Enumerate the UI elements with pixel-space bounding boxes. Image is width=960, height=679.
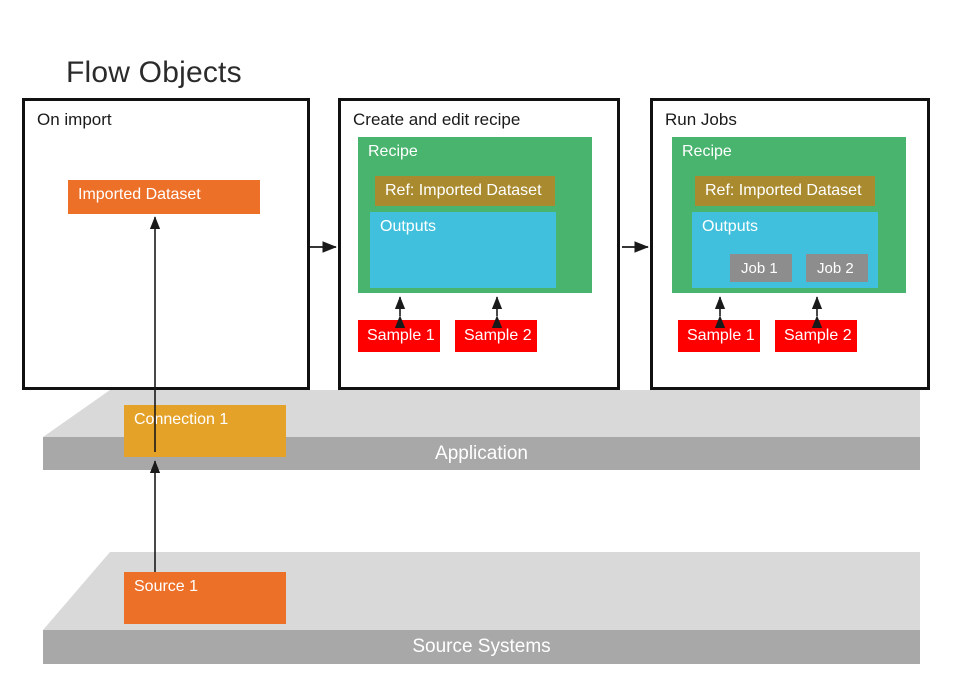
platform-application-label: Application: [435, 442, 528, 464]
page-title: Flow Objects: [66, 56, 242, 89]
box-recipe-edit-label: Recipe: [368, 143, 418, 160]
box-ref-imported-dataset-jobs-label: Ref: Imported Dataset: [705, 182, 862, 199]
box-connection-1[interactable]: Connection 1: [124, 405, 286, 457]
box-sample-1-edit-label: Sample 1: [367, 327, 435, 344]
panel-on-import: On import: [22, 98, 310, 390]
box-outputs-jobs-label: Outputs: [702, 218, 759, 235]
box-ref-imported-dataset-edit-label: Ref: Imported Dataset: [385, 182, 542, 199]
box-sample-2-edit-label: Sample 2: [464, 327, 532, 344]
panel-create-and-edit-recipe-title: Create and edit recipe: [353, 110, 521, 129]
box-connection-1-label: Connection 1: [134, 411, 229, 428]
box-ref-imported-dataset-edit[interactable]: Ref: Imported Dataset: [375, 176, 555, 206]
box-recipe-jobs-label: Recipe: [682, 143, 732, 160]
panel-run-jobs: Run Jobs: [650, 98, 930, 390]
box-job-1[interactable]: Job 1: [730, 254, 792, 282]
box-sample-1-edit[interactable]: Sample 1: [358, 320, 440, 352]
panel-run-jobs-title: Run Jobs: [665, 110, 737, 129]
box-job-2-label: Job 2: [817, 259, 854, 277]
box-outputs-edit[interactable]: Outputs: [370, 212, 556, 288]
box-sample-2-jobs-label: Sample 2: [784, 327, 852, 344]
box-imported-dataset[interactable]: Imported Dataset: [68, 180, 260, 214]
box-sample-1-jobs[interactable]: Sample 1: [678, 320, 760, 352]
panel-on-import-title: On import: [37, 110, 112, 129]
platform-source-systems-front-face: Source Systems: [43, 630, 920, 664]
box-sample-2-jobs[interactable]: Sample 2: [775, 320, 857, 352]
box-sample-2-edit[interactable]: Sample 2: [455, 320, 537, 352]
panel-create-and-edit-recipe: Create and edit recipe: [338, 98, 620, 390]
box-imported-dataset-label: Imported Dataset: [78, 186, 201, 203]
box-job-2[interactable]: Job 2: [806, 254, 868, 282]
box-source-1[interactable]: Source 1: [124, 572, 286, 624]
platform-source-systems-label: Source Systems: [412, 636, 551, 657]
box-outputs-edit-label: Outputs: [380, 218, 437, 235]
box-sample-1-jobs-label: Sample 1: [687, 327, 755, 344]
box-job-1-label: Job 1: [741, 259, 778, 277]
box-ref-imported-dataset-jobs[interactable]: Ref: Imported Dataset: [695, 176, 875, 206]
box-source-1-label: Source 1: [134, 578, 199, 595]
